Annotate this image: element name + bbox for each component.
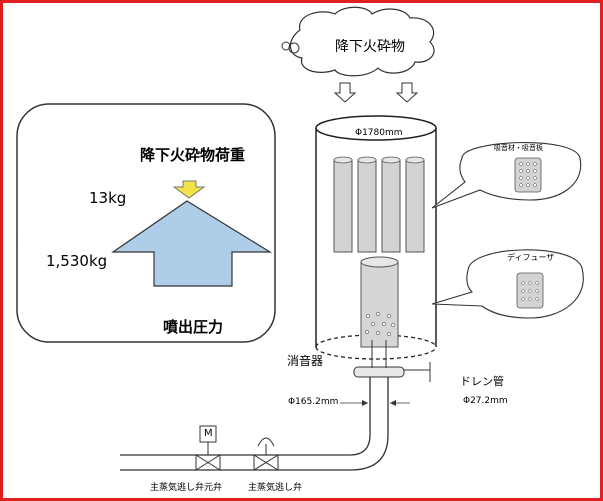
valve1-label: 主蒸気逃し弁元弁 (150, 483, 223, 493)
drain-label: ドレン管 (460, 375, 504, 388)
pipe-dimension (340, 400, 410, 406)
ash-fall-arrows (333, 82, 419, 103)
cloud-shape (281, 6, 435, 77)
silencer-diameter: Φ1780mm (355, 128, 403, 138)
relief-valve (253, 437, 279, 471)
absorber-panels (333, 156, 425, 253)
drain-diameter: Φ27.2mm (463, 396, 508, 406)
cloud-label: 降下火砕物 (335, 39, 405, 55)
valve2-label: 主蒸気逃し弁 (248, 483, 303, 493)
inlet-piping (120, 340, 431, 471)
load-panel-box (16, 103, 276, 343)
motor-label: M (204, 428, 213, 439)
load-value: 13kg (89, 189, 127, 207)
pipe-diameter: Φ165.2mm (288, 397, 339, 407)
pressure-label: 噴出圧力 (163, 318, 224, 336)
load-down-arrow (172, 180, 206, 199)
bubble-bottom-label: ディフューザ (507, 253, 555, 262)
callout-bubble-bottom (431, 249, 584, 319)
diffuser (360, 256, 399, 348)
pressure-up-arrow (111, 200, 273, 287)
pressure-value: 1,530kg (46, 252, 108, 270)
load-title: 降下火砕物荷重 (140, 146, 246, 164)
silencer-label: 消音器 (287, 354, 324, 368)
bubble-top-label: 吸音材・吸音板 (494, 144, 543, 152)
silencer-cylinder (315, 115, 437, 360)
callout-bubble-top (431, 142, 582, 209)
motor-valve (195, 425, 221, 471)
